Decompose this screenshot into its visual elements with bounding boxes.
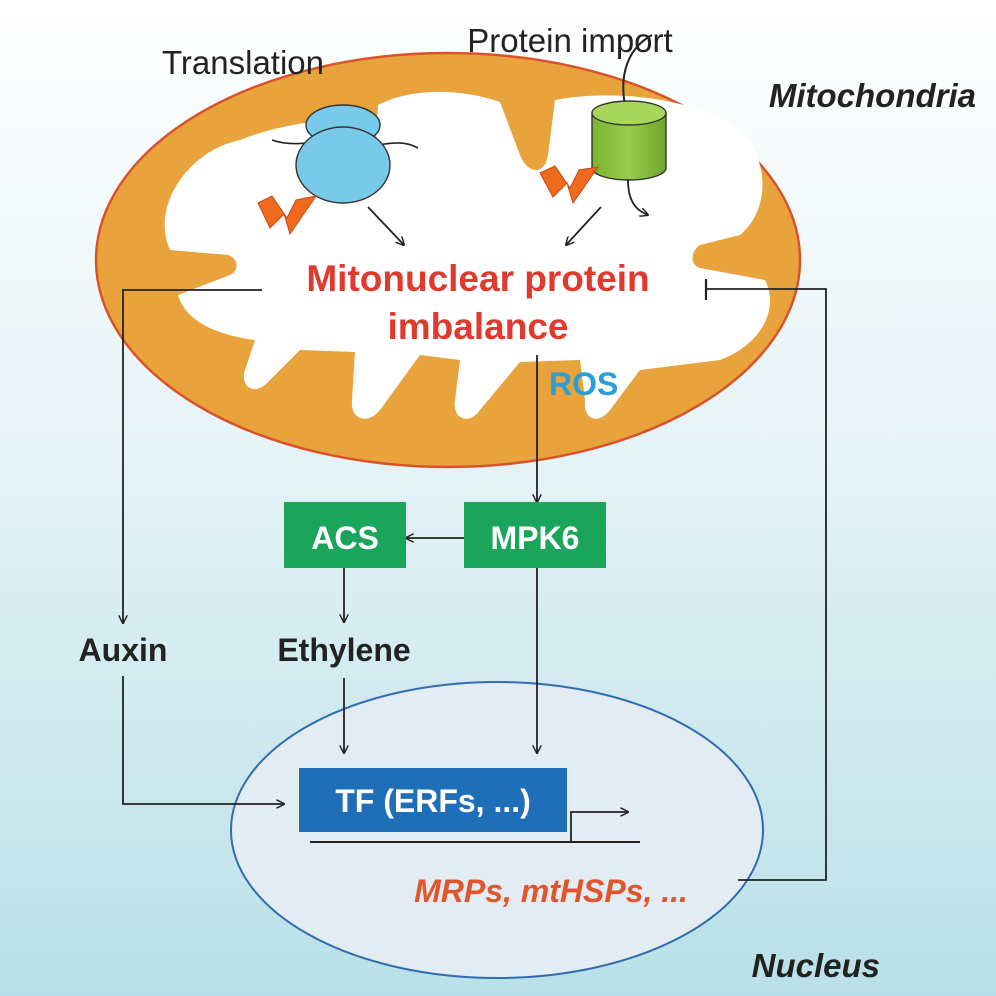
lightning-bolt-icon xyxy=(257,195,318,236)
nucleus-label: Nucleus xyxy=(752,947,880,984)
acs-label: ACS xyxy=(311,520,379,556)
translation-label: Translation xyxy=(162,44,324,81)
imbalance-to-auxin-arrow xyxy=(123,289,262,623)
tf-label: TF (ERFs, ...) xyxy=(335,783,531,819)
ethylene-label: Ethylene xyxy=(277,632,410,668)
transcription-start-arrow xyxy=(570,812,628,842)
ros-label: ROS xyxy=(549,366,618,402)
imbalance-label-line1: Mitonuclear protein xyxy=(306,258,649,299)
protein-import-label: Protein import xyxy=(467,22,672,59)
mpk6-box xyxy=(464,502,606,568)
mitochondria-label: Mitochondria xyxy=(769,77,976,114)
imbalance-label-line2: imbalance xyxy=(388,306,569,347)
feedback-inhibition-line xyxy=(706,288,827,881)
lightning-bolt-icon xyxy=(539,165,600,205)
acs-box xyxy=(284,502,406,568)
auxin-label: Auxin xyxy=(79,632,168,668)
auxin-to-tf-arrow xyxy=(122,676,284,804)
mpk6-label: MPK6 xyxy=(491,520,580,556)
tf-box xyxy=(299,768,567,832)
ribosome-icon xyxy=(271,104,419,204)
import-arrow xyxy=(566,206,602,245)
target-genes-label: MRPs, mtHSPs, ... xyxy=(414,873,688,909)
translation-arrow xyxy=(367,206,404,245)
